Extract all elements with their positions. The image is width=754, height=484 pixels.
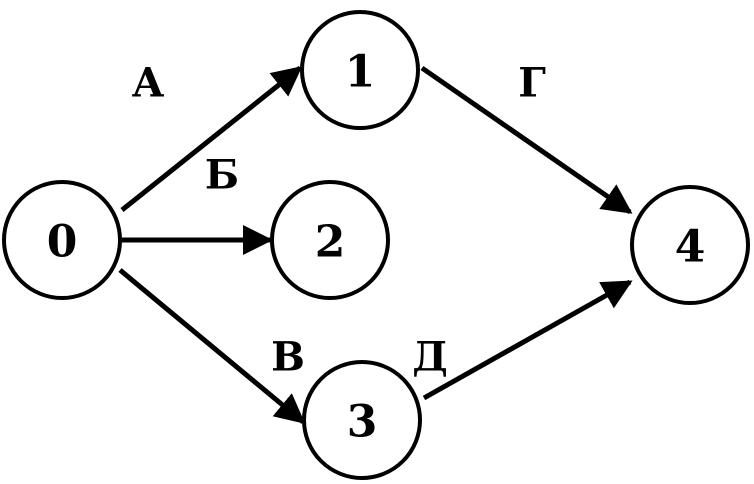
node-label-0: 0 [47,217,78,268]
edge-label-0-3: В [271,334,305,381]
edge-label-3-4: Д [412,334,448,381]
node-label-1: 1 [345,47,376,98]
edge-arrow-3-4 [422,279,633,401]
edge-label-0-1: А [132,60,165,107]
node-circle-3 [302,360,422,480]
edge-arrow-0-3 [118,268,306,424]
node-circle-4 [630,185,750,305]
node-label-3: 3 [347,397,378,448]
node-0: 0 [2,180,122,300]
edge-label-1-4: Г [518,60,546,107]
node-circle-1 [300,10,420,130]
node-4: 4 [630,185,750,305]
node-3: 3 [302,360,422,480]
edge-label-0-2: Б [205,152,239,199]
node-circle-2 [270,180,390,300]
node-circle-0 [2,180,122,300]
edge-arrow-0-1 [120,66,303,212]
node-1: 1 [300,10,420,130]
node-label-2: 2 [315,217,346,268]
node-2: 2 [270,180,390,300]
edge-arrow-1-4 [420,65,633,215]
node-label-4: 4 [675,222,706,273]
